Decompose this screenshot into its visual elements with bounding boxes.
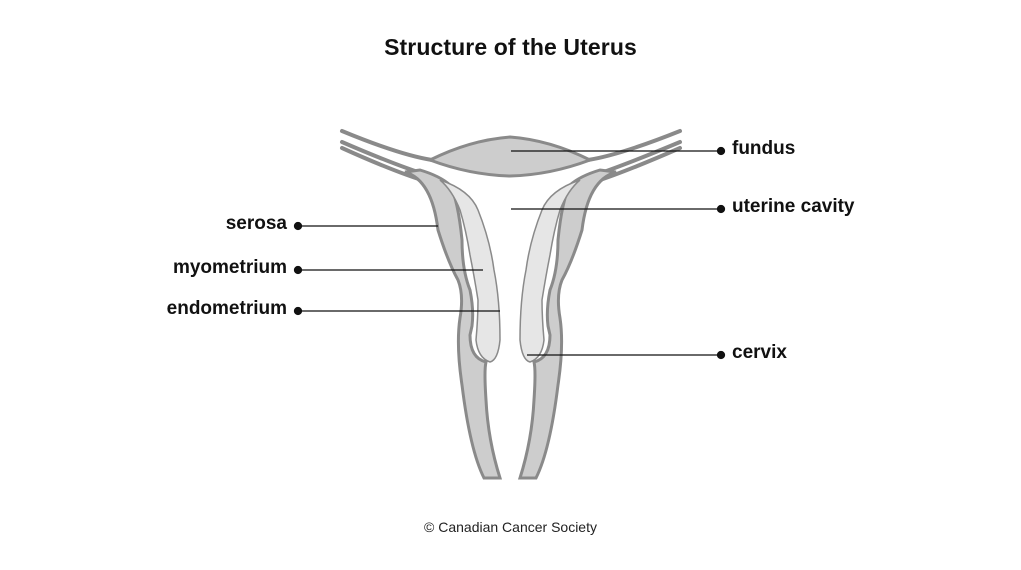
right-fallopian-tube bbox=[586, 129, 682, 162]
leader-lines bbox=[293, 146, 726, 360]
myometrium-leader-dot bbox=[293, 265, 303, 275]
serosa-leader-dot bbox=[293, 221, 303, 231]
uterine-cavity-leader-dot bbox=[716, 204, 726, 214]
label-endometrium: endometrium bbox=[166, 298, 287, 319]
fundus-shape bbox=[426, 135, 594, 178]
cervix-leader-dot bbox=[716, 350, 726, 360]
label-myometrium: myometrium bbox=[172, 257, 287, 278]
label-cervix: cervix bbox=[732, 342, 787, 363]
left-uterine-wall bbox=[404, 168, 503, 480]
diagram-title: Structure of the Uterus bbox=[384, 34, 637, 60]
right-uterine-wall bbox=[517, 168, 617, 480]
fundus-leader-dot bbox=[716, 146, 726, 156]
copyright-credit: © Canadian Cancer Society bbox=[424, 519, 597, 535]
label-fundus: fundus bbox=[732, 138, 796, 159]
endometrium-leader-dot bbox=[293, 306, 303, 316]
left-fallopian-tube bbox=[340, 129, 434, 162]
label-serosa: serosa bbox=[225, 213, 287, 234]
label-uterine-cavity: uterine cavity bbox=[732, 196, 855, 217]
right-endometrium-lining bbox=[519, 179, 581, 363]
left-endometrium-lining bbox=[439, 179, 501, 363]
